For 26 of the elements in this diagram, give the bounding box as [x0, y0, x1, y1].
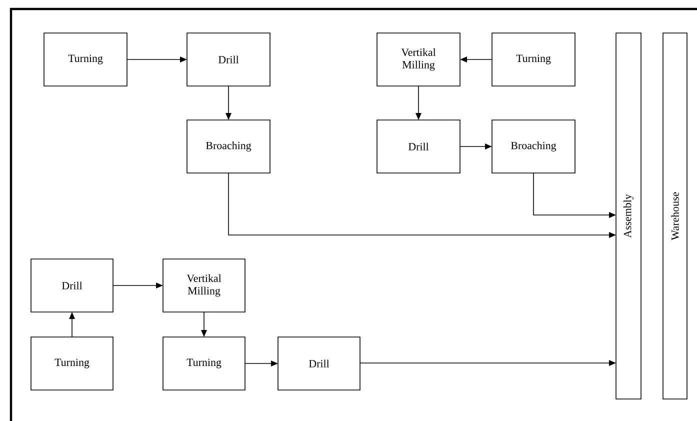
- process-box: Drill: [278, 336, 360, 390]
- arrow: [460, 56, 492, 62]
- arrow: [226, 86, 232, 120]
- process-box: Drill: [376, 120, 460, 174]
- arrow: [416, 86, 422, 120]
- arrow: [69, 312, 75, 338]
- process-box: Vertikal Milling: [162, 258, 246, 312]
- process-box: Turning: [44, 32, 128, 86]
- arrow: [244, 360, 278, 366]
- process-box: Broaching: [492, 120, 576, 174]
- process-box: Vertikal Milling: [376, 32, 460, 86]
- process-box: Turning: [492, 32, 576, 86]
- process-bar: Warehouse: [662, 32, 688, 400]
- arrow: [126, 56, 187, 62]
- process-box: Drill: [186, 32, 270, 86]
- process-box: Turning: [162, 336, 246, 390]
- process-bar: Assembly: [616, 32, 642, 400]
- arrow: [533, 172, 616, 218]
- arrow: [112, 282, 163, 288]
- process-box: Turning: [30, 336, 114, 390]
- arrow: [228, 172, 616, 238]
- process-box: Broaching: [186, 120, 270, 174]
- arrow: [360, 360, 616, 366]
- arrow: [201, 312, 207, 337]
- process-box: Drill: [30, 258, 114, 312]
- arrow: [460, 144, 492, 150]
